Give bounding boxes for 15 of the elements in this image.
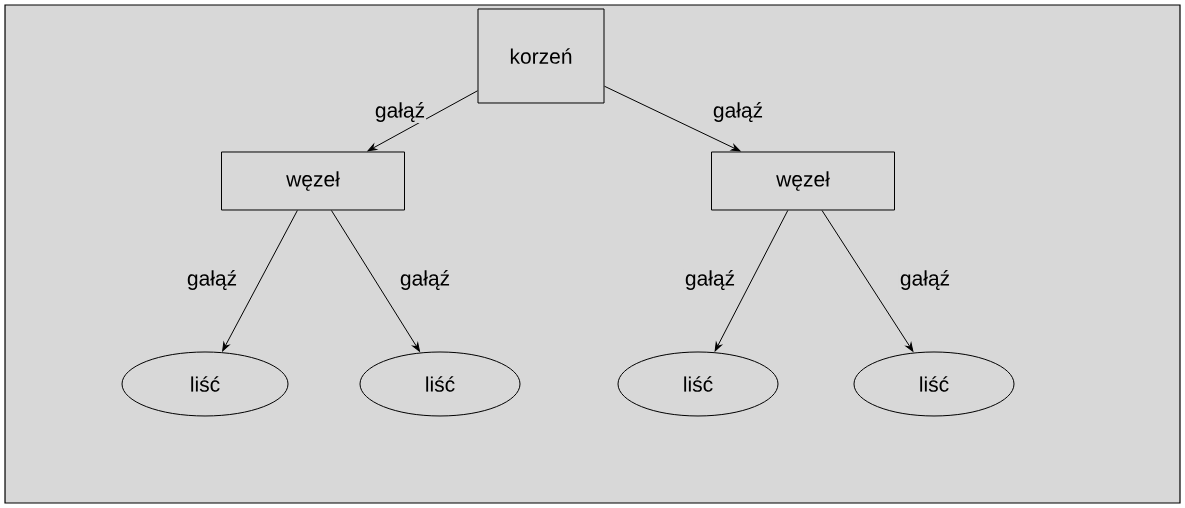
arrow — [367, 90, 478, 152]
node-box: węzeł — [221, 151, 405, 211]
arrow — [330, 210, 420, 352]
edge-label: gałąź — [373, 101, 427, 123]
node-box: korzeń — [477, 8, 605, 104]
edge-label: gałąź — [683, 269, 737, 291]
arrow — [604, 85, 741, 152]
arrow — [821, 210, 914, 352]
edge-label: gałąź — [398, 269, 452, 291]
edge-label: gałąź — [185, 269, 239, 291]
arrow — [714, 210, 789, 352]
arrow — [222, 210, 298, 352]
edge-label: gałąź — [898, 269, 952, 291]
node-box: węzeł — [711, 151, 895, 211]
edge-label: gałąź — [711, 101, 765, 123]
